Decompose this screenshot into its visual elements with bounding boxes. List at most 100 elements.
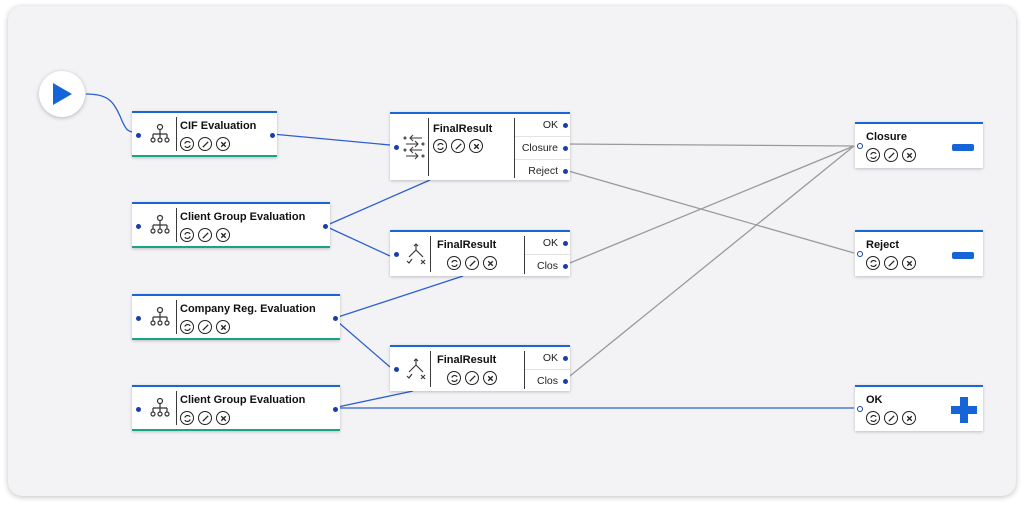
output-port-ok[interactable] — [563, 356, 568, 361]
start-button[interactable] — [39, 71, 85, 117]
delete-icon[interactable] — [216, 320, 230, 334]
edit-icon[interactable] — [198, 137, 212, 151]
refresh-icon[interactable] — [866, 256, 880, 270]
refresh-icon[interactable] — [447, 371, 461, 385]
play-icon — [53, 83, 72, 105]
node-title: Reject — [866, 239, 900, 251]
wire-final1-reject — [564, 169, 855, 254]
delete-icon[interactable] — [902, 256, 916, 270]
wire-cif-final1 — [271, 133, 391, 146]
refresh-icon[interactable] — [447, 256, 461, 270]
source-node-company-reg-evaluation[interactable]: Company Reg. Evaluation — [132, 294, 340, 340]
split-icon — [400, 118, 429, 176]
wire-final3-closure — [564, 145, 855, 381]
output-label-ok: OK — [542, 352, 558, 364]
refresh-icon[interactable] — [180, 411, 194, 425]
output-port-reject[interactable] — [563, 169, 568, 174]
node-title: OK — [866, 394, 883, 406]
end-node-reject[interactable]: Reject — [855, 230, 983, 276]
hierarchy-icon — [144, 300, 177, 334]
node-title: FinalResult — [437, 354, 497, 366]
input-port[interactable] — [857, 406, 863, 412]
end-node-ok[interactable]: OK — [855, 385, 983, 431]
input-port[interactable] — [136, 407, 141, 412]
flow-canvas[interactable]: CIF Evaluation Client Group Evaluation C… — [8, 6, 1016, 496]
final-result-node-3[interactable]: FinalResult OK Clos — [390, 345, 570, 391]
refresh-icon[interactable] — [180, 228, 194, 242]
delete-icon[interactable] — [902, 148, 916, 162]
wire-final1-closure — [564, 143, 855, 147]
output-label-clos: Clos — [536, 375, 558, 387]
wire-cg1-final1 — [324, 179, 431, 227]
delete-icon[interactable] — [216, 137, 230, 151]
delete-icon[interactable] — [483, 256, 497, 270]
edit-icon[interactable] — [465, 371, 479, 385]
node-title: FinalResult — [433, 123, 493, 135]
wire-cg1-final2 — [324, 225, 391, 257]
edit-icon[interactable] — [884, 256, 898, 270]
output-label-clos: Clos — [536, 260, 558, 272]
edit-icon[interactable] — [198, 320, 212, 334]
minus-icon — [952, 144, 974, 151]
output-label-ok: OK — [542, 237, 558, 249]
output-port[interactable] — [323, 224, 328, 229]
minus-icon — [952, 252, 974, 259]
input-port[interactable] — [136, 133, 141, 138]
output-separator — [515, 159, 570, 160]
output-port[interactable] — [333, 407, 338, 412]
refresh-icon[interactable] — [866, 148, 880, 162]
input-port[interactable] — [394, 367, 399, 372]
merge-icon — [402, 351, 431, 387]
refresh-icon[interactable] — [866, 411, 880, 425]
final-result-node-1[interactable]: FinalResult OK Closure Reject — [390, 112, 570, 180]
node-title: Company Reg. Evaluation — [180, 303, 316, 315]
delete-icon[interactable] — [469, 139, 483, 153]
hierarchy-icon — [144, 208, 177, 242]
wire-crg-final2 — [337, 275, 464, 318]
output-port[interactable] — [270, 133, 275, 138]
output-port[interactable] — [333, 316, 338, 321]
edit-icon[interactable] — [451, 139, 465, 153]
node-title: CIF Evaluation — [180, 120, 257, 132]
input-port[interactable] — [857, 251, 863, 257]
wire-cg2-final3 — [332, 390, 414, 409]
source-node-cif-evaluation[interactable]: CIF Evaluation — [132, 111, 277, 157]
source-node-client-group-evaluation[interactable]: Client Group Evaluation — [132, 202, 330, 248]
delete-icon[interactable] — [216, 228, 230, 242]
edit-icon[interactable] — [884, 148, 898, 162]
edit-icon[interactable] — [198, 411, 212, 425]
plus-icon — [951, 397, 977, 423]
output-port-clos[interactable] — [563, 264, 568, 269]
delete-icon[interactable] — [216, 411, 230, 425]
output-label-closure: Closure — [521, 142, 558, 154]
input-port[interactable] — [136, 224, 141, 229]
edit-icon[interactable] — [884, 411, 898, 425]
source-node-client-group-evaluation-2[interactable]: Client Group Evaluation — [132, 385, 340, 431]
node-title: FinalResult — [437, 239, 497, 251]
output-port-clos[interactable] — [563, 379, 568, 384]
output-divider — [524, 351, 525, 389]
output-port-closure[interactable] — [563, 146, 568, 151]
refresh-icon[interactable] — [180, 320, 194, 334]
final-result-node-2[interactable]: FinalResult OK Clos — [390, 230, 570, 276]
edit-icon[interactable] — [198, 228, 212, 242]
refresh-icon[interactable] — [433, 139, 447, 153]
input-port[interactable] — [857, 143, 863, 149]
output-separator — [515, 136, 570, 137]
input-port[interactable] — [394, 252, 399, 257]
node-title: Closure — [866, 131, 907, 143]
delete-icon[interactable] — [483, 371, 497, 385]
output-port-ok[interactable] — [563, 241, 568, 246]
output-port-ok[interactable] — [563, 123, 568, 128]
output-separator — [525, 254, 570, 255]
refresh-icon[interactable] — [180, 137, 194, 151]
edit-icon[interactable] — [465, 256, 479, 270]
wire-start-cif — [85, 93, 137, 133]
connection-wires — [85, 93, 855, 409]
node-title: Client Group Evaluation — [180, 211, 306, 223]
input-port[interactable] — [394, 145, 399, 150]
output-divider — [514, 118, 515, 178]
delete-icon[interactable] — [902, 411, 916, 425]
input-port[interactable] — [136, 316, 141, 321]
end-node-closure[interactable]: Closure — [855, 122, 983, 168]
